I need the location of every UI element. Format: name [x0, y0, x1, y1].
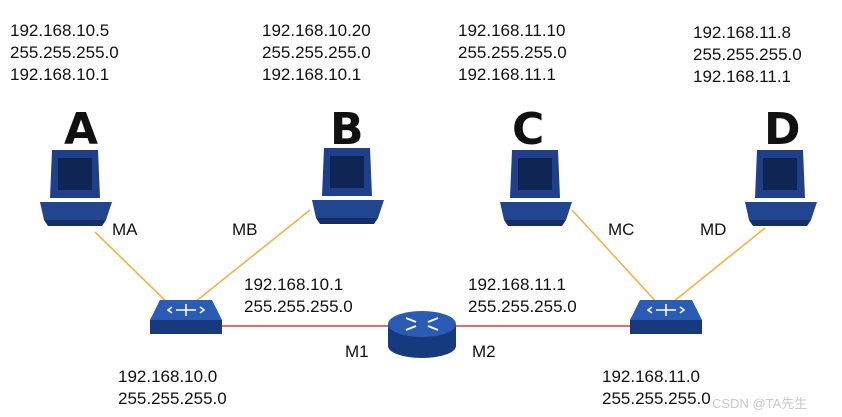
host-a-ip: 192.168.10.5 — [10, 21, 110, 40]
router-if1-mask: 255.255.255.0 — [244, 297, 353, 316]
switch-1-icon — [150, 300, 222, 334]
host-d-gateway: 192.168.11.1 — [693, 67, 791, 86]
host-a-mac: MA — [112, 220, 138, 239]
link-c-switch2 — [571, 209, 661, 307]
router-if2-ip: 192.168.11.1 — [468, 275, 566, 294]
host-b-name: B — [330, 104, 364, 155]
switch-1-network: 192.168.10.0 — [118, 367, 218, 386]
host-c-mac: MC — [608, 220, 635, 239]
computer-b-icon — [312, 148, 384, 224]
router-if2-mask: 255.255.255.0 — [468, 297, 577, 316]
host-d-mac: MD — [700, 220, 727, 239]
router-if1-mac: M1 — [345, 342, 369, 361]
switch-2-network: 192.168.11.0 — [602, 367, 700, 386]
computer-d-icon — [745, 150, 817, 226]
host-b-mask: 255.255.255.0 — [262, 43, 371, 62]
switch-2-icon — [630, 300, 702, 334]
router-if2-mac: M2 — [472, 342, 496, 361]
host-c-mask: 255.255.255.0 — [458, 43, 567, 62]
host-d-ip: 192.168.11.8 — [693, 23, 791, 42]
link-d-switch2 — [667, 227, 766, 307]
host-c-name: C — [512, 104, 545, 155]
host-d-name: D — [764, 104, 801, 155]
router-if1-ip: 192.168.10.1 — [244, 275, 344, 294]
host-c-ip: 192.168.11.10 — [458, 21, 566, 40]
watermark: CSDN @TA先生 — [712, 396, 808, 411]
host-a-name: A — [64, 104, 99, 155]
switch-2-mask: 255.255.255.0 — [602, 389, 711, 408]
computer-c-icon — [500, 150, 572, 226]
link-b-switch1 — [189, 209, 311, 307]
host-b-gateway: 192.168.10.1 — [262, 65, 362, 84]
host-a-mask: 255.255.255.0 — [10, 43, 119, 62]
host-b-ip: 192.168.10.20 — [262, 21, 371, 40]
computer-a-icon — [40, 150, 112, 226]
host-d-mask: 255.255.255.0 — [693, 45, 802, 64]
link-a-switch1 — [94, 231, 176, 311]
host-a-gateway: 192.168.10.1 — [10, 65, 110, 84]
router-icon — [388, 311, 456, 358]
host-b-mac: MB — [232, 220, 258, 239]
host-c-gateway: 192.168.11.1 — [458, 65, 556, 84]
switch-1-mask: 255.255.255.0 — [118, 389, 227, 408]
